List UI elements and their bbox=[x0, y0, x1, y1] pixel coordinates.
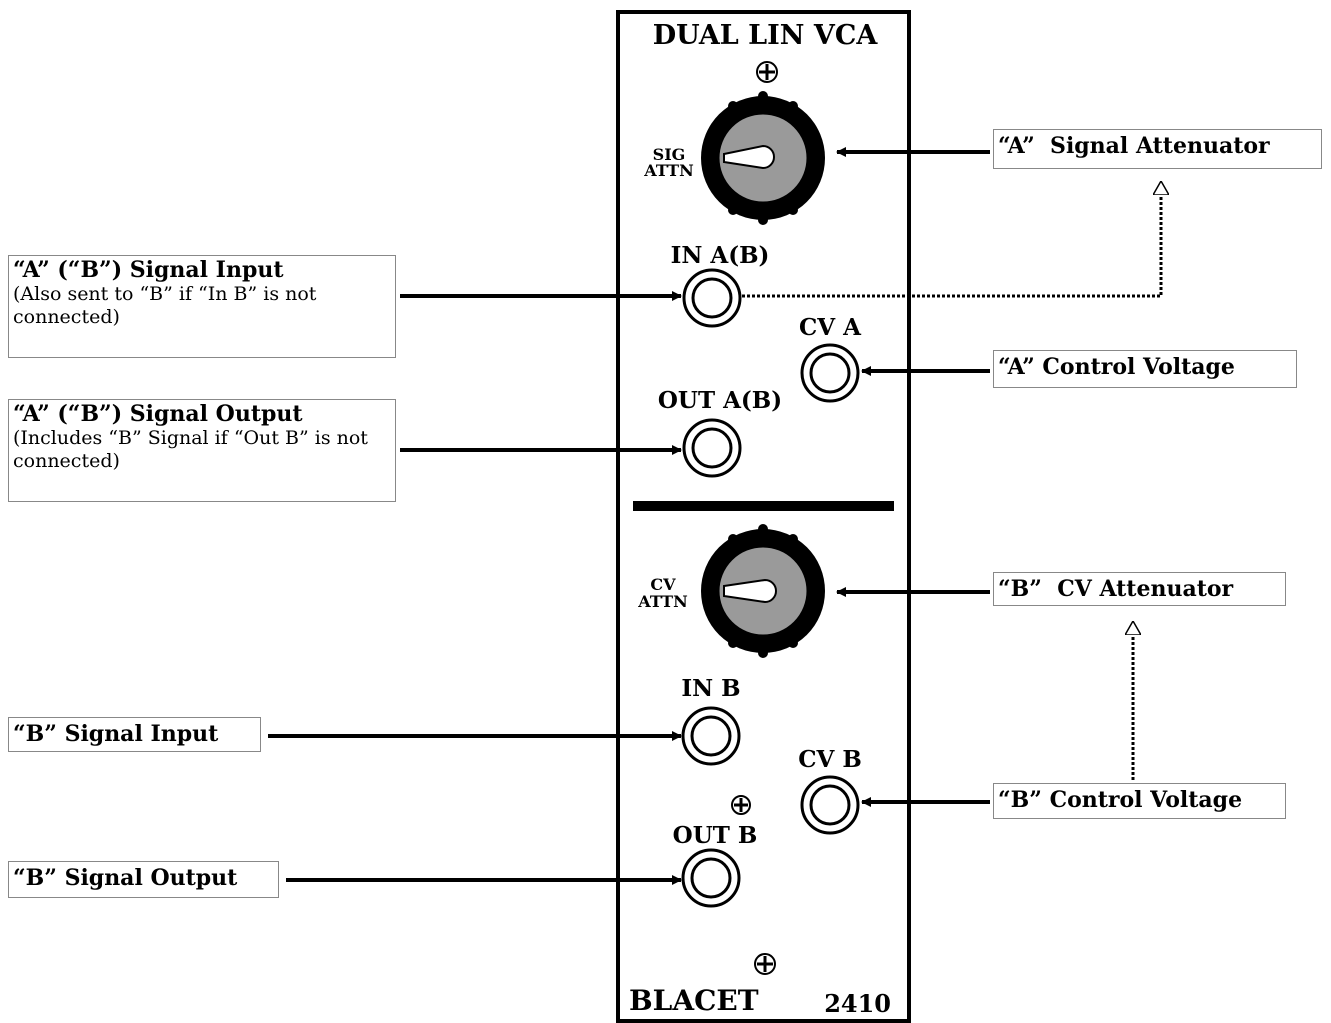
callout-b-signal-output: “B” Signal Output bbox=[8, 861, 279, 898]
jack-out-b[interactable] bbox=[681, 848, 741, 908]
jack-in-b-label: IN B bbox=[681, 675, 740, 702]
screw-icon bbox=[754, 953, 776, 975]
jack-cv-a[interactable] bbox=[800, 343, 860, 403]
model-number: 2410 bbox=[824, 989, 891, 1018]
jack-cv-a-label: CV A bbox=[799, 314, 862, 341]
callout-a-control-voltage: “A” Control Voltage bbox=[993, 350, 1297, 388]
jack-cv-b[interactable] bbox=[800, 775, 860, 835]
callout-b-cv-attenuator: “B” CV Attenuator bbox=[993, 572, 1286, 606]
panel-title: DUAL LIN VCA bbox=[653, 20, 879, 51]
sig-attn-label-line1: SIG bbox=[653, 145, 686, 164]
sig-attn-knob[interactable] bbox=[701, 91, 825, 225]
jack-in-a-label: IN A(B) bbox=[671, 242, 770, 269]
callout-a-signal-attenuator: “A” Signal Attenuator bbox=[993, 129, 1322, 169]
jack-out-a[interactable] bbox=[682, 418, 742, 478]
callout-b-signal-input: “B” Signal Input bbox=[8, 717, 261, 752]
sig-attn-label-line2: ATTN bbox=[643, 161, 693, 180]
cv-attn-label-line1: CV bbox=[650, 575, 676, 594]
callout-b-control-voltage: “B” Control Voltage bbox=[993, 783, 1286, 819]
screw-icon bbox=[731, 795, 751, 815]
jack-out-a-label: OUT A(B) bbox=[658, 387, 782, 414]
cv-attn-knob[interactable] bbox=[701, 524, 825, 658]
dashed-link-in-a-to-attenuator bbox=[742, 182, 1161, 298]
screw-icon bbox=[756, 61, 778, 83]
jack-in-a[interactable] bbox=[682, 268, 742, 328]
callout-a-signal-output: “A” (“B”) Signal Output (Includes “B” Si… bbox=[8, 399, 396, 502]
section-divider bbox=[633, 501, 894, 511]
cv-attn-label-line2: ATTN bbox=[637, 592, 687, 611]
brand-label: BLACET bbox=[629, 984, 759, 1017]
callout-a-signal-input: “A” (“B”) Signal Input (Also sent to “B”… bbox=[8, 255, 396, 358]
jack-in-b[interactable] bbox=[681, 706, 741, 766]
jack-cv-b-label: CV B bbox=[798, 746, 862, 773]
jack-out-b-label: OUT B bbox=[673, 822, 758, 849]
